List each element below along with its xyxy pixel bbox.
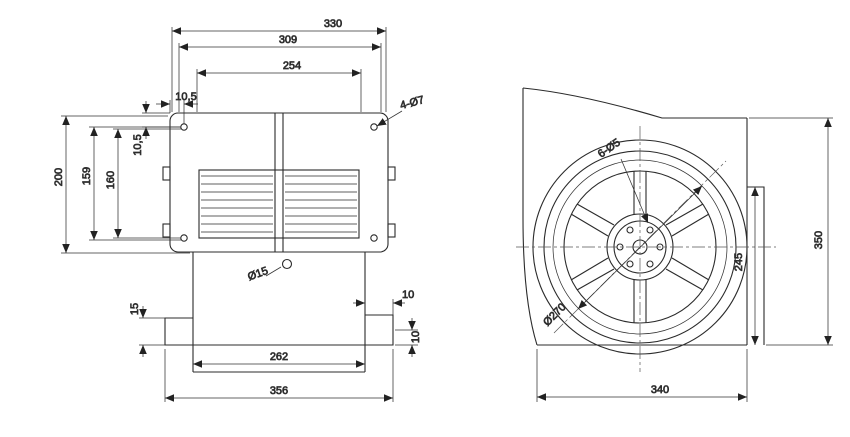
dim-340-label: 340: [651, 384, 669, 396]
dim-262: 262: [193, 351, 365, 368]
dim-309: 309: [178, 34, 382, 112]
leader-line: [265, 266, 282, 277]
dim-254-label: 254: [283, 60, 301, 72]
vent-grille: [198, 169, 360, 239]
dim-340: 340: [536, 349, 748, 402]
dim-10-5-side: 10,5: [132, 101, 181, 156]
dim-270-label: Ø270: [541, 301, 569, 329]
knockout-hole: [281, 258, 293, 270]
leader-line: [376, 110, 403, 127]
outlet-flange: [747, 186, 765, 345]
corner-holes-label: 4-Ø7: [399, 94, 426, 112]
dim-356: 356: [164, 349, 394, 402]
dim-330: 330: [171, 18, 387, 112]
dim-10-5-top-label: 10,5: [175, 91, 196, 103]
dim-10-5-top: 10,5: [156, 91, 198, 124]
dim-10-vertical: 10: [395, 318, 422, 357]
hub-bolt-hole: [626, 260, 634, 268]
dim-350-label: 350: [813, 231, 825, 249]
dim-356-label: 356: [270, 385, 288, 397]
hub-bolt-hole: [646, 226, 654, 234]
hub-holes-label: 6-Ø5: [596, 137, 623, 161]
center-hole-callout: Ø15: [246, 265, 282, 284]
dim-10-horizontal: 10: [353, 289, 415, 315]
dim-159: 159: [81, 126, 181, 241]
dim-10-vertical-label: 10: [410, 331, 422, 343]
front-dimensions: 330 309 254 10,5 4-Ø7: [53, 18, 426, 402]
dim-254: 254: [196, 60, 362, 112]
front-view: 330 309 254 10,5 4-Ø7: [53, 18, 426, 402]
dim-10-5-side-label: 10,5: [132, 134, 144, 155]
dim-262-label: 262: [270, 351, 288, 363]
dim-10-horizontal-label: 10: [402, 289, 414, 301]
dim-245-label: 245: [733, 253, 745, 271]
dim-200-label: 200: [53, 168, 65, 186]
dim-159-label: 159: [81, 167, 93, 185]
housing-outline: [162, 112, 396, 253]
side-dimensions: Ø270 6-Ø5 245 350 340: [536, 117, 833, 402]
dim-160-label: 160: [105, 171, 117, 189]
dim-15-label: 15: [129, 303, 141, 315]
center-hole-label: Ø15: [246, 265, 270, 283]
hub-bolt-hole: [646, 260, 654, 268]
corner-holes-callout: 4-Ø7: [376, 94, 426, 127]
dim-330-label: 330: [324, 18, 342, 30]
side-view: Ø270 6-Ø5 245 350 340: [516, 87, 833, 402]
dim-309-label: 309: [279, 34, 297, 46]
dim-245: 245: [733, 187, 759, 345]
outlet-duct: [164, 252, 394, 373]
centerlines: [516, 126, 776, 372]
dim-15: 15: [129, 303, 165, 357]
hub-bolt-hole: [626, 226, 634, 234]
leader-line: [620, 158, 649, 224]
dim-160: 160: [105, 128, 181, 239]
dim-350: 350: [749, 117, 833, 346]
dim-200: 200: [53, 115, 190, 254]
